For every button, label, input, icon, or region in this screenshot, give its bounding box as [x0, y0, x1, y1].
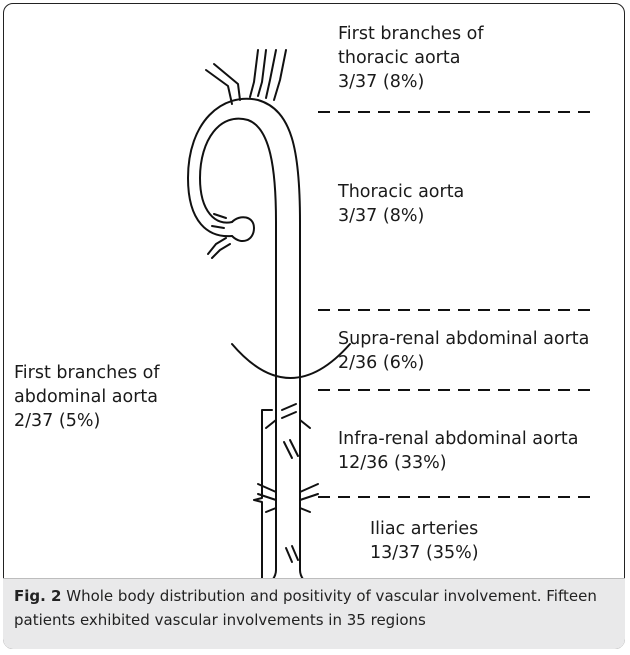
thoracic-branch-3 [266, 50, 286, 100]
aortic-arch-outer [200, 119, 276, 500]
side-bracket [254, 410, 272, 590]
diaphragm-arc [232, 344, 350, 378]
figure-label: Fig. 2 [14, 587, 61, 605]
region-label-thoracic-branches: First branches of thoracic aorta 3/37 (8… [338, 22, 484, 94]
region-label-thoracic-aorta: Thoracic aorta 3/37 (8%) [338, 180, 464, 228]
side-label-value: 2/37 (5%) [14, 409, 160, 433]
region-value: 12/36 (33%) [338, 451, 578, 475]
region-value: 13/37 (35%) [370, 541, 479, 565]
region-name-line2: thoracic aorta [338, 46, 484, 70]
region-value: 2/36 (6%) [338, 351, 589, 375]
region-name: Thoracic aorta [338, 180, 464, 204]
region-value: 3/37 (8%) [338, 70, 484, 94]
aortic-root [232, 217, 254, 241]
caption-text: Whole body distribution and positivity o… [14, 587, 597, 629]
region-label-iliac: Iliac arteries 13/37 (35%) [370, 517, 479, 565]
region-name: Supra-renal abdominal aorta [338, 327, 589, 351]
thoracic-branch-2 [250, 50, 266, 97]
aortic-arch-inner [188, 99, 300, 500]
figure-caption: Fig. 2 Whole body distribution and posit… [14, 584, 619, 632]
side-label-abdominal-branches: First branches of abdominal aorta 2/37 (… [14, 361, 160, 433]
region-label-infra-renal: Infra-renal abdominal aorta 12/36 (33%) [338, 427, 578, 475]
thoracic-branch-1 [206, 64, 240, 104]
region-name: Infra-renal abdominal aorta [338, 427, 578, 451]
side-label-line2: abdominal aorta [14, 385, 160, 409]
region-name: Iliac arteries [370, 517, 479, 541]
side-label-line1: First branches of [14, 361, 160, 385]
region-label-supra-renal: Supra-renal abdominal aorta 2/36 (6%) [338, 327, 589, 375]
region-name: First branches of [338, 22, 484, 46]
region-value: 3/37 (8%) [338, 204, 464, 228]
